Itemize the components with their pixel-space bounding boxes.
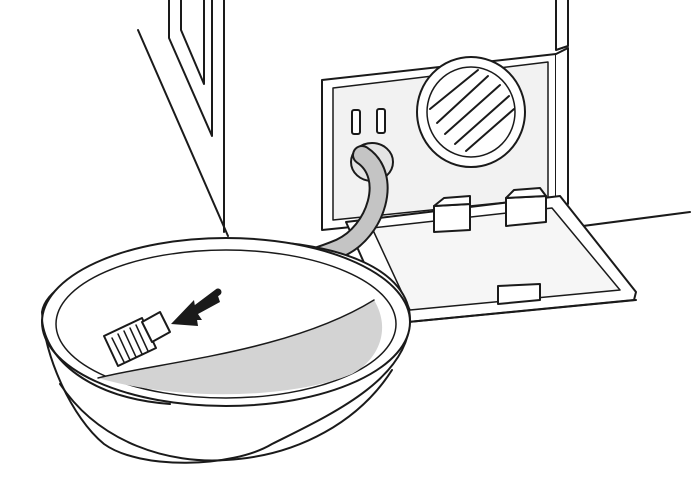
hinge-left (434, 196, 470, 232)
machine-cabinet-line (556, 0, 568, 50)
machine-left-edge (138, 30, 228, 236)
flap-latch (498, 284, 540, 304)
arrow-left-icon (171, 292, 220, 326)
bowl-rim-front-edge (42, 320, 170, 404)
hinge-right (506, 188, 546, 226)
cover-flap-inner (372, 208, 620, 310)
machine-door-frame-outer (169, 0, 212, 136)
service-panel-side (556, 48, 568, 206)
machine-door-frame-inner (181, 0, 204, 84)
panel-cover-flap (346, 188, 636, 322)
plug-cap-body (104, 318, 156, 366)
filter-knob-icon (417, 57, 525, 167)
drain-plug-icon (104, 312, 170, 366)
vent-slot-right (377, 109, 385, 133)
water-surface-line (98, 300, 374, 378)
cover-flap-edge (408, 300, 636, 322)
water-surface-shade (98, 300, 383, 395)
plug-cap-stem (142, 312, 170, 342)
water-basin (42, 238, 410, 463)
vent-slot-left (352, 110, 360, 134)
bowl-bottom-curve (60, 370, 392, 460)
